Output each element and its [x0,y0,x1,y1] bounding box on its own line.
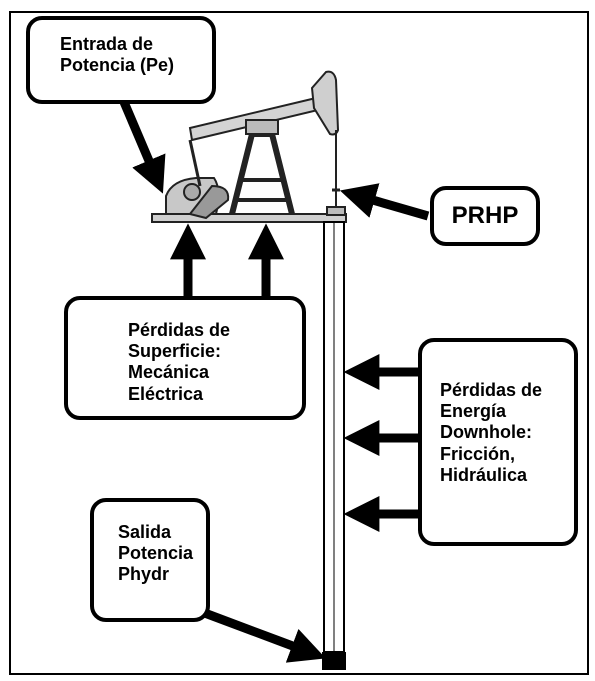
outer-border [9,11,589,675]
power-input-label-1: Entrada de [60,34,154,54]
surface-losses-label-1: Pérdidas de [128,320,231,340]
surface-losses-label-2: Superficie: [128,341,222,362]
downhole-losses-box: Pérdidas de Energía Downhole: Fricción, … [418,338,578,546]
power-output-box: Salida Potencia Phydr [90,498,210,622]
surface-losses-label-4: Eléctrica [128,383,204,404]
power-output-label-2: Potencia [118,543,194,564]
prhp-label: PRHP [451,202,519,229]
downhole-losses-label-5: Hidráulica [440,464,528,485]
downhole-losses-label-3: Downhole: [440,422,532,443]
power-output-label-3: Phydr [118,564,170,585]
arrow-prhp-to-rod [339,183,430,221]
downhole-losses-label-1: Pérdidas de [440,380,543,400]
surface-losses-box: Pérdidas de Superficie: Mecánica Eléctri… [64,296,306,420]
surface-losses-label-3: Mecánica [128,362,210,383]
arrow-input-to-gearbox [119,100,166,194]
downhole-losses-label-2: Energía [440,401,507,422]
pump-jack-illustration [151,70,347,223]
wellbore [322,221,346,670]
power-output-label-1: Salida [118,522,172,542]
horsehead [310,70,340,136]
downhole-losses-label-4: Fricción, [440,443,516,464]
counterweight-icon [188,184,230,220]
power-input-box: Entrada de Potencia (Pe) [26,16,216,104]
arrow-output-to-pump [200,607,326,663]
downhole-pump [322,652,346,670]
power-input-label-2: Potencia (Pe) [60,55,175,76]
prhp-box: PRHP [430,186,540,246]
pump-base [151,213,347,223]
